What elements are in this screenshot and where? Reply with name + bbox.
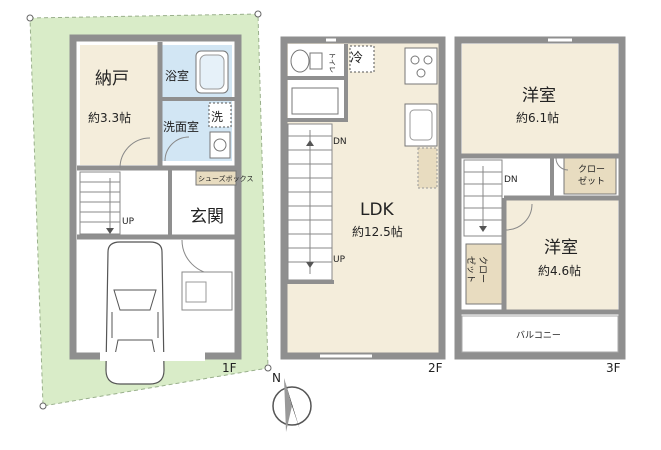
closet-1 [563, 157, 617, 195]
fridge-label: 冷 [350, 51, 363, 66]
washroom-label: 洗面室 [163, 119, 199, 134]
floor-3: 洋室 約6.1帖 洋室 約4.6帖 クローゼット クローゼット バルコニー DN… [454, 36, 626, 375]
ldk-size: 約12.5帖 [352, 224, 403, 239]
room-2 [506, 200, 618, 310]
room-1-size: 約6.1帖 [516, 110, 559, 125]
floor-1: 納戸 約3.3帖 浴室 洗面室 洗 シューズボックス 玄関 UP 1F [26, 10, 272, 410]
floor-2: 冷 トイレ LDK 約12.5帖 DN UP 2F [280, 36, 446, 375]
washer-label: 洗 [211, 110, 223, 124]
compass-north: N [272, 371, 281, 385]
closet-2 [465, 243, 503, 305]
room-1 [462, 44, 618, 154]
shoes-box-label: シューズボックス [198, 174, 253, 183]
room-2-size: 約4.6帖 [538, 263, 581, 278]
stairs-2f [287, 123, 333, 281]
entrance-label: 玄関 [190, 207, 224, 227]
nando-size: 約3.3帖 [88, 110, 131, 125]
stairs-dn-2f: DN [333, 137, 347, 147]
ldk-label: LDK [360, 200, 395, 220]
stairs-dn-3f: DN [504, 175, 518, 185]
compass-icon: N [272, 371, 312, 432]
balcony-label: バルコニー [516, 330, 561, 341]
stairs-up-1f: UP [122, 217, 135, 227]
room-2-label: 洋室 [544, 238, 578, 258]
nando-label: 納戸 [95, 69, 129, 89]
closet-2-label: クローゼット [465, 256, 488, 283]
floor-3-label: 3F [606, 361, 621, 375]
room-1-label: 洋室 [522, 86, 556, 106]
stairs-up-2f: UP [333, 255, 346, 265]
toilet-label: トイレ [328, 52, 336, 73]
car-icon [105, 241, 165, 385]
nando-room [80, 45, 158, 165]
bath-label: 浴室 [165, 68, 189, 83]
closet-1-label: クローゼット [578, 164, 605, 187]
floor-1-label: 1F [222, 361, 237, 375]
stairs-1f [79, 171, 121, 235]
stairs-3f [463, 159, 503, 237]
balcony [461, 315, 619, 353]
floor-2-label: 2F [428, 361, 443, 375]
